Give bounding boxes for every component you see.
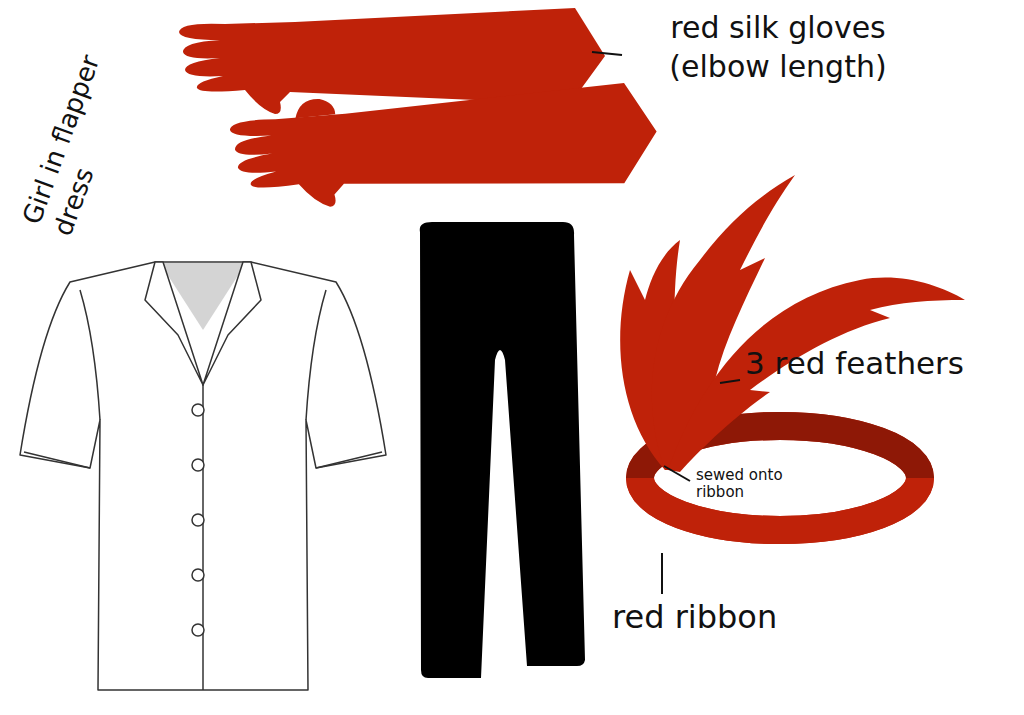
part-label: sewed onto ribbon (694, 467, 804, 502)
leader-lines (592, 52, 740, 594)
part-label: red silk gloves (elbow length) (628, 8, 928, 86)
part-label: 3 red feathers (745, 345, 964, 382)
feathers (620, 175, 965, 472)
sheet-title: Girl in flapper dress (16, 20, 149, 240)
part-label: red ribbon (612, 598, 777, 636)
pants (420, 222, 585, 678)
glove (229, 81, 660, 211)
shirt (20, 262, 386, 690)
